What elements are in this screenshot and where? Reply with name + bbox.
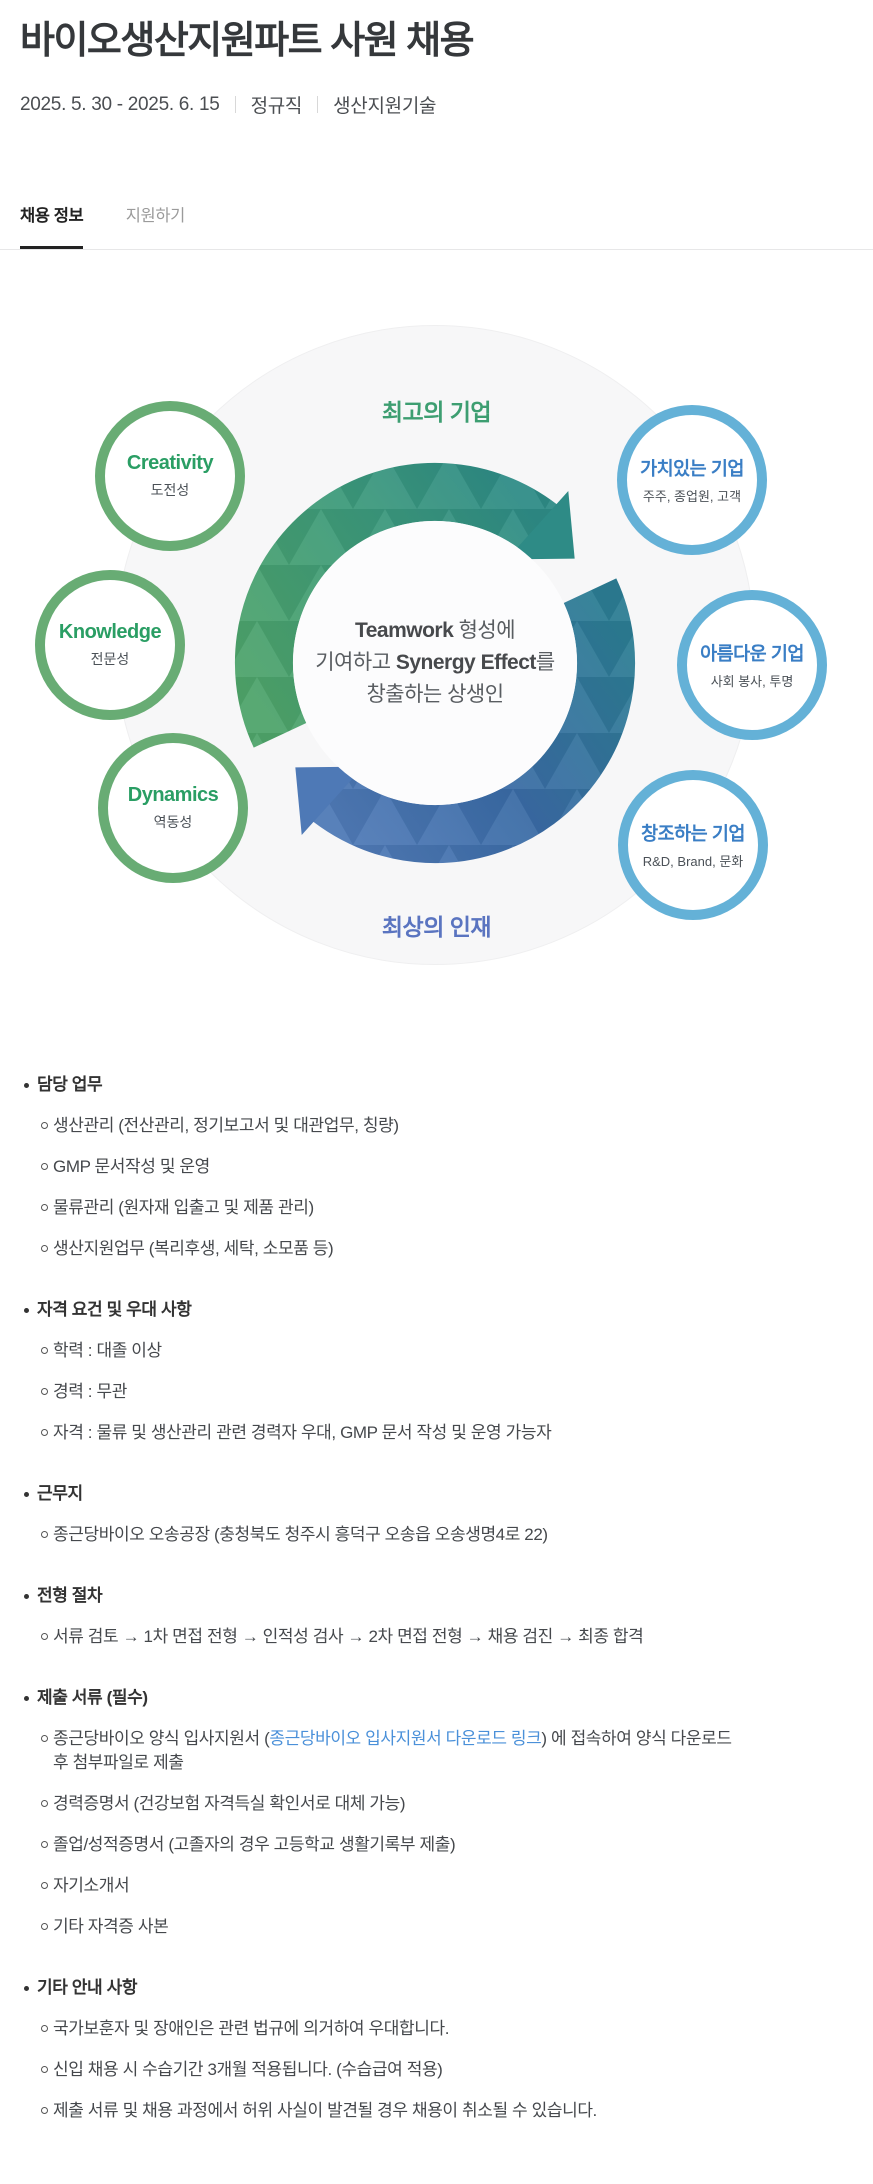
- item-text-post: ) 에 접속하여 양식 다운로드 후 첨부파일로 제출: [53, 1729, 732, 1773]
- circle-title: 아름다운 기업: [700, 643, 804, 665]
- section-heading: 전형 절차: [20, 1584, 853, 1608]
- list-item: 종근당바이오 오송공장 (충청북도 청주시 흥덕구 오송읍 오송생명4로 22): [41, 1523, 853, 1547]
- section-heading: 근무지: [20, 1482, 853, 1506]
- section-items: 생산관리 (전산관리, 정기보고서 및 대관업무, 칭량) GMP 문서작성 및…: [20, 1114, 853, 1261]
- company-values-diagram: 최고의 기업 최상의 인재 Teamwork 형성에 기여하고 Synergy …: [0, 250, 873, 978]
- center-line1-bold: Teamwork: [354, 619, 454, 643]
- center-line-1: Teamwork 형성에: [235, 615, 635, 647]
- circle-creativity: Creativity 도전성: [95, 401, 245, 552]
- circle-subtitle: 역동성: [153, 814, 193, 831]
- diagram-top-label: 최고의 기업: [381, 399, 492, 426]
- section-items: 서류 검토 → 1차 면접 전형 → 인적성 검사 → 2차 면접 전형 → 채…: [20, 1625, 853, 1649]
- diagram-center-text: Teamwork 형성에 기여하고 Synergy Effect를 창출하는 상…: [235, 615, 635, 711]
- list-item: 학력 : 대졸 이상: [41, 1339, 853, 1363]
- separator: [317, 96, 319, 114]
- center-line2-post: 를: [535, 651, 555, 675]
- list-item: 서류 검토 → 1차 면접 전형 → 인적성 검사 → 2차 면접 전형 → 채…: [41, 1625, 853, 1649]
- circle-beautiful-company: 아름다운 기업 사회 봉사, 투명: [677, 590, 827, 741]
- section-heading: 제출 서류 (필수): [20, 1686, 853, 1710]
- section-items: 학력 : 대졸 이상 경력 : 무관 자격 : 물류 및 생산관리 관련 경력자…: [20, 1339, 853, 1445]
- job-posting-page: 바이오생산지원파트 사원 채용 2025. 5. 30 - 2025. 6. 1…: [0, 16, 873, 2153]
- list-item: 자격 : 물류 및 생산관리 관련 경력자 우대, GMP 문서 작성 및 운영…: [41, 1421, 853, 1445]
- page-title: 바이오생산지원파트 사원 채용: [20, 20, 475, 62]
- list-item: 제출 서류 및 채용 과정에서 허위 사실이 발견될 경우 채용이 취소될 수 …: [41, 2099, 853, 2123]
- section-workplace: 근무지 종근당바이오 오송공장 (충청북도 청주시 흥덕구 오송읍 오송생명4로…: [20, 1482, 853, 1547]
- center-line2-bold: Synergy Effect: [395, 651, 537, 675]
- list-item: 물류관리 (원자재 입출고 및 제품 관리): [41, 1196, 853, 1220]
- list-item: 국가보훈자 및 장애인은 관련 법규에 의거하여 우대합니다.: [41, 2017, 853, 2041]
- circle-title: Creativity: [126, 452, 214, 475]
- circle-knowledge: Knowledge 전문성: [35, 570, 185, 721]
- item-text-pre: 종근당바이오 양식 입사지원서 (: [53, 1729, 270, 1749]
- circle-title: 가치있는 기업: [640, 458, 744, 480]
- section-documents: 제출 서류 (필수) 종근당바이오 양식 입사지원서 (종근당바이오 입사지원서…: [20, 1686, 853, 1939]
- date-range: 2025. 5. 30 - 2025. 6. 15: [20, 93, 220, 115]
- separator: [234, 96, 236, 114]
- circle-valuable-company: 가치있는 기업 주주, 종업원, 고객: [617, 405, 767, 556]
- tab-job-info[interactable]: 채용 정보: [20, 202, 84, 250]
- list-item: 졸업/성적증명서 (고졸자의 경우 고등학교 생활기록부 제출): [41, 1833, 853, 1857]
- list-item: 생산관리 (전산관리, 정기보고서 및 대관업무, 칭량): [41, 1114, 853, 1138]
- list-item: 경력증명서 (건강보험 자격득실 확인서로 대체 가능): [41, 1792, 853, 1816]
- section-heading: 기타 안내 사항: [20, 1976, 853, 2000]
- section-items: 국가보훈자 및 장애인은 관련 법규에 의거하여 우대합니다. 신입 채용 시 …: [20, 2017, 853, 2123]
- job-details: 담당 업무 생산관리 (전산관리, 정기보고서 및 대관업무, 칭량) GMP …: [0, 1073, 873, 2153]
- list-item: 경력 : 무관: [41, 1380, 853, 1404]
- list-item: GMP 문서작성 및 운영: [41, 1155, 853, 1179]
- circle-subtitle: 전문성: [90, 651, 130, 668]
- application-form-download-link[interactable]: 종근당바이오 입사지원서 다운로드 링크: [269, 1729, 542, 1749]
- job-meta: 2025. 5. 30 - 2025. 6. 15 정규직 생산지원기술: [20, 91, 853, 118]
- section-heading: 담당 업무: [20, 1073, 853, 1097]
- job-category: 생산지원기술: [333, 96, 437, 118]
- section-duties: 담당 업무 생산관리 (전산관리, 정기보고서 및 대관업무, 칭량) GMP …: [20, 1073, 853, 1261]
- circle-subtitle: R&D, Brand, 문화: [642, 854, 744, 870]
- list-item: 자기소개서: [41, 1874, 853, 1898]
- section-heading: 자격 요건 및 우대 사항: [20, 1298, 853, 1322]
- circle-subtitle: 주주, 종업원, 고객: [642, 489, 742, 505]
- section-other-notes: 기타 안내 사항 국가보훈자 및 장애인은 관련 법규에 의거하여 우대합니다.…: [20, 1976, 853, 2123]
- section-process: 전형 절차 서류 검토 → 1차 면접 전형 → 인적성 검사 → 2차 면접 …: [20, 1584, 853, 1649]
- list-item: 기타 자격증 사본: [41, 1915, 853, 1939]
- circle-creative-company: 창조하는 기업 R&D, Brand, 문화: [618, 770, 768, 921]
- center-line-3: 창출하는 상생인: [366, 683, 504, 707]
- circle-title: Dynamics: [127, 784, 219, 807]
- employment-type: 정규직: [250, 96, 303, 118]
- section-items: 종근당바이오 오송공장 (충청북도 청주시 흥덕구 오송읍 오송생명4로 22): [20, 1523, 853, 1547]
- section-items: 종근당바이오 양식 입사지원서 (종근당바이오 입사지원서 다운로드 링크) 에…: [20, 1727, 853, 1939]
- circle-subtitle: 사회 봉사, 투명: [710, 674, 794, 690]
- list-item: 신입 채용 시 수습기간 3개월 적용됩니다. (수습급여 적용): [41, 2058, 853, 2082]
- circle-title: 창조하는 기업: [641, 823, 745, 845]
- center-line1-rest: 형성에: [453, 619, 516, 643]
- section-qualifications: 자격 요건 및 우대 사항 학력 : 대졸 이상 경력 : 무관 자격 : 물류…: [20, 1298, 853, 1445]
- tab-bar: 채용 정보 지원하기: [0, 202, 873, 251]
- circle-dynamics: Dynamics 역동성: [98, 733, 248, 884]
- center-line2-pre: 기여하고: [315, 651, 396, 675]
- list-item: 생산지원업무 (복리후생, 세탁, 소모품 등): [41, 1237, 853, 1261]
- diagram-bottom-label: 최상의 인재: [381, 914, 492, 941]
- list-item: 종근당바이오 양식 입사지원서 (종근당바이오 입사지원서 다운로드 링크) 에…: [41, 1727, 741, 1775]
- circle-subtitle: 도전성: [150, 482, 190, 499]
- tab-apply[interactable]: 지원하기: [125, 207, 186, 226]
- center-line-2: 기여하고 Synergy Effect를: [235, 647, 635, 679]
- cycle-arrows-graphic: [234, 463, 636, 864]
- circle-title: Knowledge: [58, 621, 162, 644]
